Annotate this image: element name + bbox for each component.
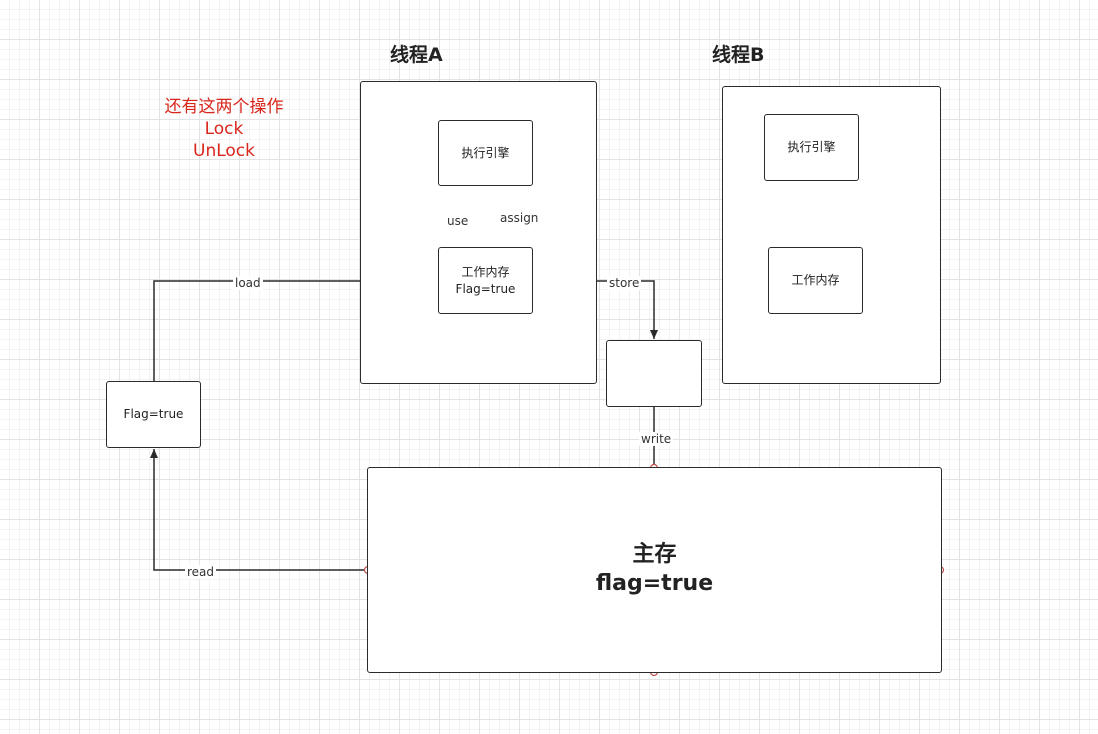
main-memory-value: flag=true (595, 571, 714, 596)
assign-label: assign (498, 211, 541, 225)
thread-b-memory-label: 工作内存 (791, 273, 840, 288)
main-memory-text: 主存 flag=true (596, 541, 713, 598)
thread-b-engine-label: 执行引擎 (787, 140, 836, 155)
read-label: read (185, 565, 217, 579)
use-label: use (445, 214, 471, 228)
thread-a-engine[interactable]: 执行引擎 (438, 120, 533, 186)
note-line-3: UnLock (193, 141, 255, 162)
main-memory-title: 主存 (632, 542, 677, 568)
main-memory[interactable]: 主存 flag=true (367, 467, 942, 673)
load-edge (153, 277, 437, 381)
thread-a-memory-value: Flag=true (455, 281, 516, 296)
load-label: load (233, 276, 263, 290)
thread-b-working-memory[interactable]: 工作内存 (768, 247, 863, 314)
flag-box-label: Flag=true (123, 407, 184, 422)
thread-a-memory-label: 工作内存 (461, 265, 510, 280)
store-label: store (607, 276, 642, 290)
thread-a-title: 线程A (390, 44, 443, 66)
operations-note: 还有这两个操作 Lock UnLock (150, 96, 298, 162)
write-label: write (639, 432, 674, 446)
read-edge (150, 449, 367, 571)
thread-a-engine-label: 执行引擎 (461, 145, 510, 160)
flag-box[interactable]: Flag=true (106, 381, 201, 448)
store-box[interactable] (606, 340, 702, 407)
thread-b-title: 线程B (712, 44, 765, 66)
thread-a-working-memory[interactable]: 工作内存 Flag=true (438, 247, 533, 314)
note-line-2: Lock (204, 119, 244, 140)
note-line-1: 还有这两个操作 (164, 97, 284, 117)
thread-b-engine[interactable]: 执行引擎 (764, 114, 859, 181)
